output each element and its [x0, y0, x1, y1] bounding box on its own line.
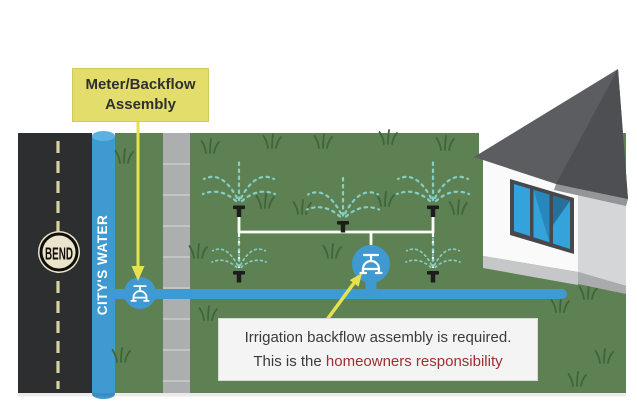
homeowner-notice: Irrigation backflow assembly is required… — [218, 318, 538, 381]
city-water-main-pipe — [92, 131, 115, 399]
ground-shadow — [18, 393, 626, 397]
meter-backflow-assembly — [124, 277, 156, 309]
roof-eave — [554, 184, 628, 206]
roof-shaded-face — [556, 69, 628, 199]
house-side-wall — [578, 190, 626, 286]
notice-highlight: homeowners responsibility — [325, 352, 503, 370]
house-foundation-side — [578, 272, 626, 294]
right-margin — [629, 0, 637, 403]
callout-line-1: Meter/Backflow — [85, 75, 196, 93]
meter-pointer-arrow — [131, 122, 145, 281]
callout-line-2: Assembly — [105, 96, 176, 113]
citys-water-label: CITY'S WATER — [95, 215, 110, 315]
bend-logo: BEND — [38, 231, 80, 273]
bend-logo-text: BEND — [45, 245, 73, 265]
house-foundation — [483, 256, 578, 285]
backflow-pointer-arrow — [324, 273, 362, 323]
notice-line-1: Irrigation backflow assembly is required… — [244, 329, 512, 347]
window — [510, 179, 574, 254]
notice-line-2: This is the homeowners responsibility — [253, 352, 503, 370]
house — [474, 69, 628, 294]
sidewalk — [163, 133, 190, 393]
meter-backflow-callout: Meter/Backflow Assembly — [72, 68, 209, 122]
